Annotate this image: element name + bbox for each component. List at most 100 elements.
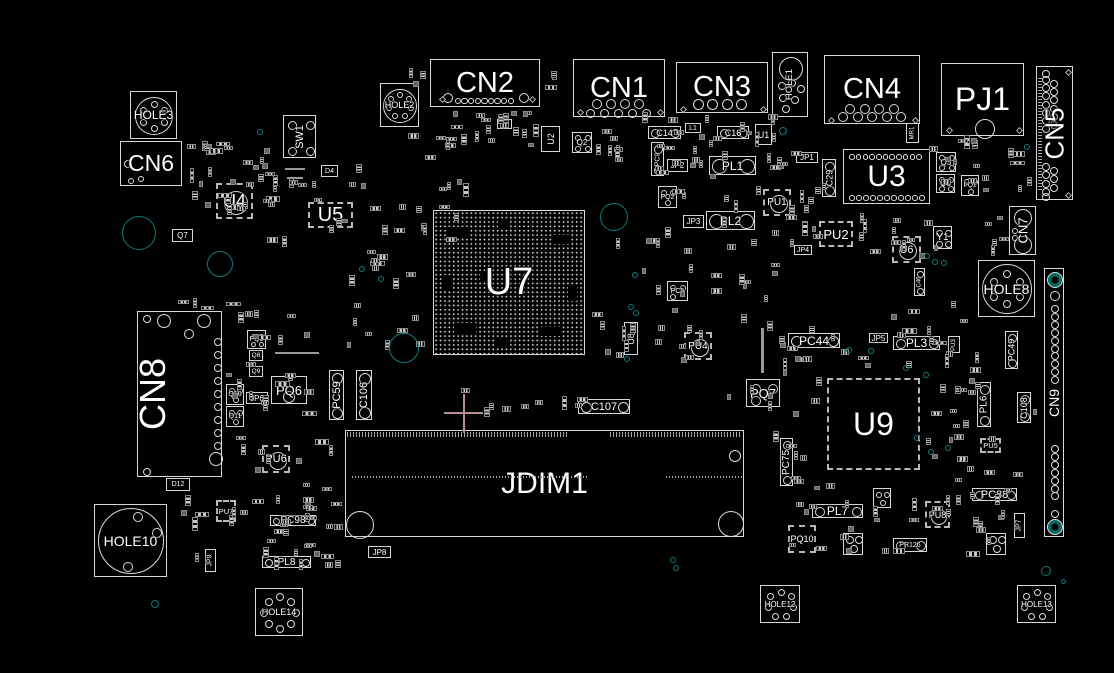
smd-pad xyxy=(523,111,529,118)
pin-circle xyxy=(140,106,148,114)
component-SW1: SW1 xyxy=(283,115,316,158)
pin-circle xyxy=(736,98,747,110)
smd-pad xyxy=(381,225,388,236)
smd-pad xyxy=(968,389,977,395)
smd-pad xyxy=(800,454,808,461)
smd-pad xyxy=(294,548,299,556)
smd-pad xyxy=(177,300,189,305)
component-CN5: CN5 xyxy=(1036,66,1073,201)
component-label: PL1 xyxy=(710,157,755,174)
smd-pad xyxy=(616,237,621,249)
pin-circle xyxy=(386,105,393,112)
smd-pad xyxy=(397,328,409,334)
pin-circle xyxy=(397,92,403,98)
component-label-text: Q8 xyxy=(251,352,261,359)
component-label: CN6 xyxy=(121,142,181,185)
pin-circle xyxy=(197,314,211,328)
smd-pad xyxy=(303,504,314,509)
smd-pad xyxy=(192,190,199,200)
smd-pad xyxy=(438,186,447,191)
chip-void xyxy=(454,323,476,333)
pin-circle xyxy=(975,119,995,139)
component-label-text: Q2 xyxy=(576,138,588,147)
smd-pad xyxy=(412,315,420,322)
pin-circle xyxy=(665,200,671,206)
smd-pad xyxy=(604,349,611,356)
smd-pad xyxy=(528,142,535,147)
pin-circle xyxy=(944,229,952,237)
smd-pad xyxy=(825,482,835,489)
smd-pad xyxy=(262,547,269,559)
pin-circle xyxy=(782,105,790,113)
smd-pad xyxy=(925,437,931,445)
component-label-text: PQ5 xyxy=(249,336,264,343)
component-label: JDIM1 xyxy=(346,431,743,536)
smd-pad xyxy=(423,224,428,235)
component-label-text: JP6 xyxy=(250,393,264,403)
smd-pad xyxy=(207,166,212,177)
component-label: JP3 xyxy=(684,216,703,227)
smd-pad xyxy=(484,406,491,417)
smd-pad xyxy=(975,352,980,364)
pin-circle xyxy=(1042,100,1050,109)
pin-circle xyxy=(670,285,676,291)
smd-pad xyxy=(1003,488,1012,493)
pin-circle xyxy=(1047,272,1063,288)
pin-circle xyxy=(1050,121,1058,129)
pin-circle xyxy=(993,545,1001,553)
smd-pad xyxy=(370,206,382,212)
pin-circle xyxy=(935,229,943,237)
component-label: U7 xyxy=(434,211,584,354)
smd-pad xyxy=(282,529,289,537)
pin-comb xyxy=(352,476,588,478)
smd-pad xyxy=(184,495,191,507)
pin-circle xyxy=(882,154,889,160)
smd-pad xyxy=(193,298,198,309)
pin-circle xyxy=(944,240,952,248)
pin-circle xyxy=(767,593,775,601)
smd-pad xyxy=(273,557,279,571)
pin-circle xyxy=(917,288,924,295)
smd-pad xyxy=(419,70,426,79)
smd-pad xyxy=(767,113,778,120)
smd-pad xyxy=(785,443,797,448)
smd-pad xyxy=(205,144,212,149)
via-teal xyxy=(923,372,929,378)
pin-circle xyxy=(751,396,761,406)
pin-circle xyxy=(1042,125,1050,134)
smd-pad xyxy=(695,339,700,346)
component-C108: C108 xyxy=(1017,392,1031,423)
component-Q8: Q8 xyxy=(249,350,263,361)
component-HOLE10: HOLE10 xyxy=(94,504,167,577)
smd-pad xyxy=(816,545,828,551)
component-label-text: Y1 xyxy=(936,232,949,243)
smd-pad xyxy=(192,516,199,531)
smd-pad xyxy=(259,157,264,165)
smd-pad xyxy=(704,115,709,124)
component-CN9: CN9 xyxy=(1044,268,1064,537)
smd-pad xyxy=(253,164,260,170)
smd-pad xyxy=(767,320,774,331)
smd-pad xyxy=(689,163,696,169)
pin-circle xyxy=(150,124,158,132)
pin-circle xyxy=(867,112,877,122)
smd-pad xyxy=(277,334,283,345)
smd-pad xyxy=(981,175,989,182)
pin-circle xyxy=(815,507,825,517)
smd-pad xyxy=(1012,472,1023,478)
smd-pad xyxy=(456,179,462,186)
pin-circle xyxy=(260,609,268,617)
smd-pad xyxy=(822,182,826,190)
smd-pad xyxy=(930,410,942,416)
pin-circle xyxy=(501,97,508,105)
pin-circle xyxy=(790,604,798,612)
smd-pad xyxy=(245,181,254,187)
smd-pad xyxy=(811,226,816,233)
component-label: SW1 xyxy=(284,116,315,157)
component-label-text: HOLE14 xyxy=(261,607,297,617)
component-label-text: PC49 xyxy=(1006,338,1017,362)
component-label-text: CN9 xyxy=(1046,388,1063,417)
smd-pad xyxy=(252,498,265,504)
component-label: PQ2 xyxy=(659,187,676,207)
component-label: HOLE14 xyxy=(256,589,302,635)
